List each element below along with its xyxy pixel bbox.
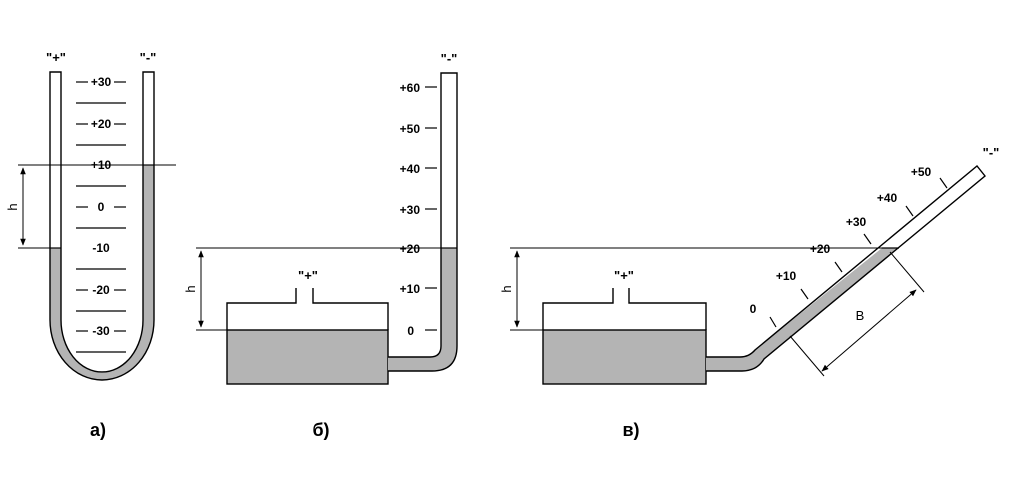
u-tube-tick-label: +30 (91, 75, 112, 89)
inclined-tick-label: 0 (750, 302, 757, 316)
cup-tick-label: +30 (400, 203, 421, 217)
cup-tick-label: +60 (400, 81, 421, 95)
inclined-minus-label: "-" (983, 145, 1000, 160)
panel-a-u-tube-manometer: +30 +20 +10 0 -10 -20 -30 h "+" "-" а) (5, 50, 176, 440)
u-tube-minus-label: "-" (140, 50, 157, 65)
u-tube-liquid (50, 165, 154, 380)
inclined-b-label: В (856, 308, 865, 323)
cup-tick-label: +40 (400, 162, 421, 176)
cup-tick-label: +50 (400, 122, 421, 136)
inclined-plus-label: "+" (614, 268, 634, 283)
u-tube-tick-label: -10 (92, 241, 110, 255)
inclined-reservoir-liquid (542, 329, 707, 385)
inclined-tick-label: +30 (846, 215, 867, 229)
inclined-b-dimension (821, 289, 917, 372)
cup-tick-label: +20 (400, 242, 421, 256)
cup-tick-label: +10 (400, 282, 421, 296)
u-tube-tick-label: 0 (98, 200, 105, 214)
cup-h-label: h (183, 285, 198, 292)
u-tube-tick-label: -30 (92, 324, 110, 338)
u-tube-outer-wall (49, 71, 155, 381)
u-tube-tick-label: +20 (91, 117, 112, 131)
inclined-tick-label: +10 (776, 269, 797, 283)
panel-c-inclined-manometer: 0 +10 +20 +30 +40 +50 h В "+" "-" в) (499, 145, 999, 440)
u-tube-tick-label: -20 (92, 283, 110, 297)
u-tube-scale (76, 81, 126, 353)
u-tube-h-label: h (5, 203, 20, 210)
caption-b: б) (312, 420, 329, 440)
caption-a: а) (90, 420, 106, 440)
inclined-tick-label: +50 (911, 165, 932, 179)
inclined-h-label: h (499, 285, 514, 292)
panel-b-cup-manometer: +60 +50 +40 +30 +20 +10 0 h "+" "-" б) (183, 51, 458, 440)
caption-c: в) (622, 420, 639, 440)
cup-connecting-tube-liquid (388, 248, 457, 371)
u-tube-plus-label: "+" (46, 50, 66, 65)
cup-reservoir-liquid (226, 329, 389, 385)
cup-plus-label: "+" (298, 268, 318, 283)
inclined-tick-label: +20 (810, 242, 831, 256)
cup-minus-label: "-" (441, 51, 458, 66)
inclined-tick-label: +40 (877, 191, 898, 205)
cup-tick-label: 0 (407, 324, 414, 338)
inclined-tube-liquid (706, 248, 899, 371)
